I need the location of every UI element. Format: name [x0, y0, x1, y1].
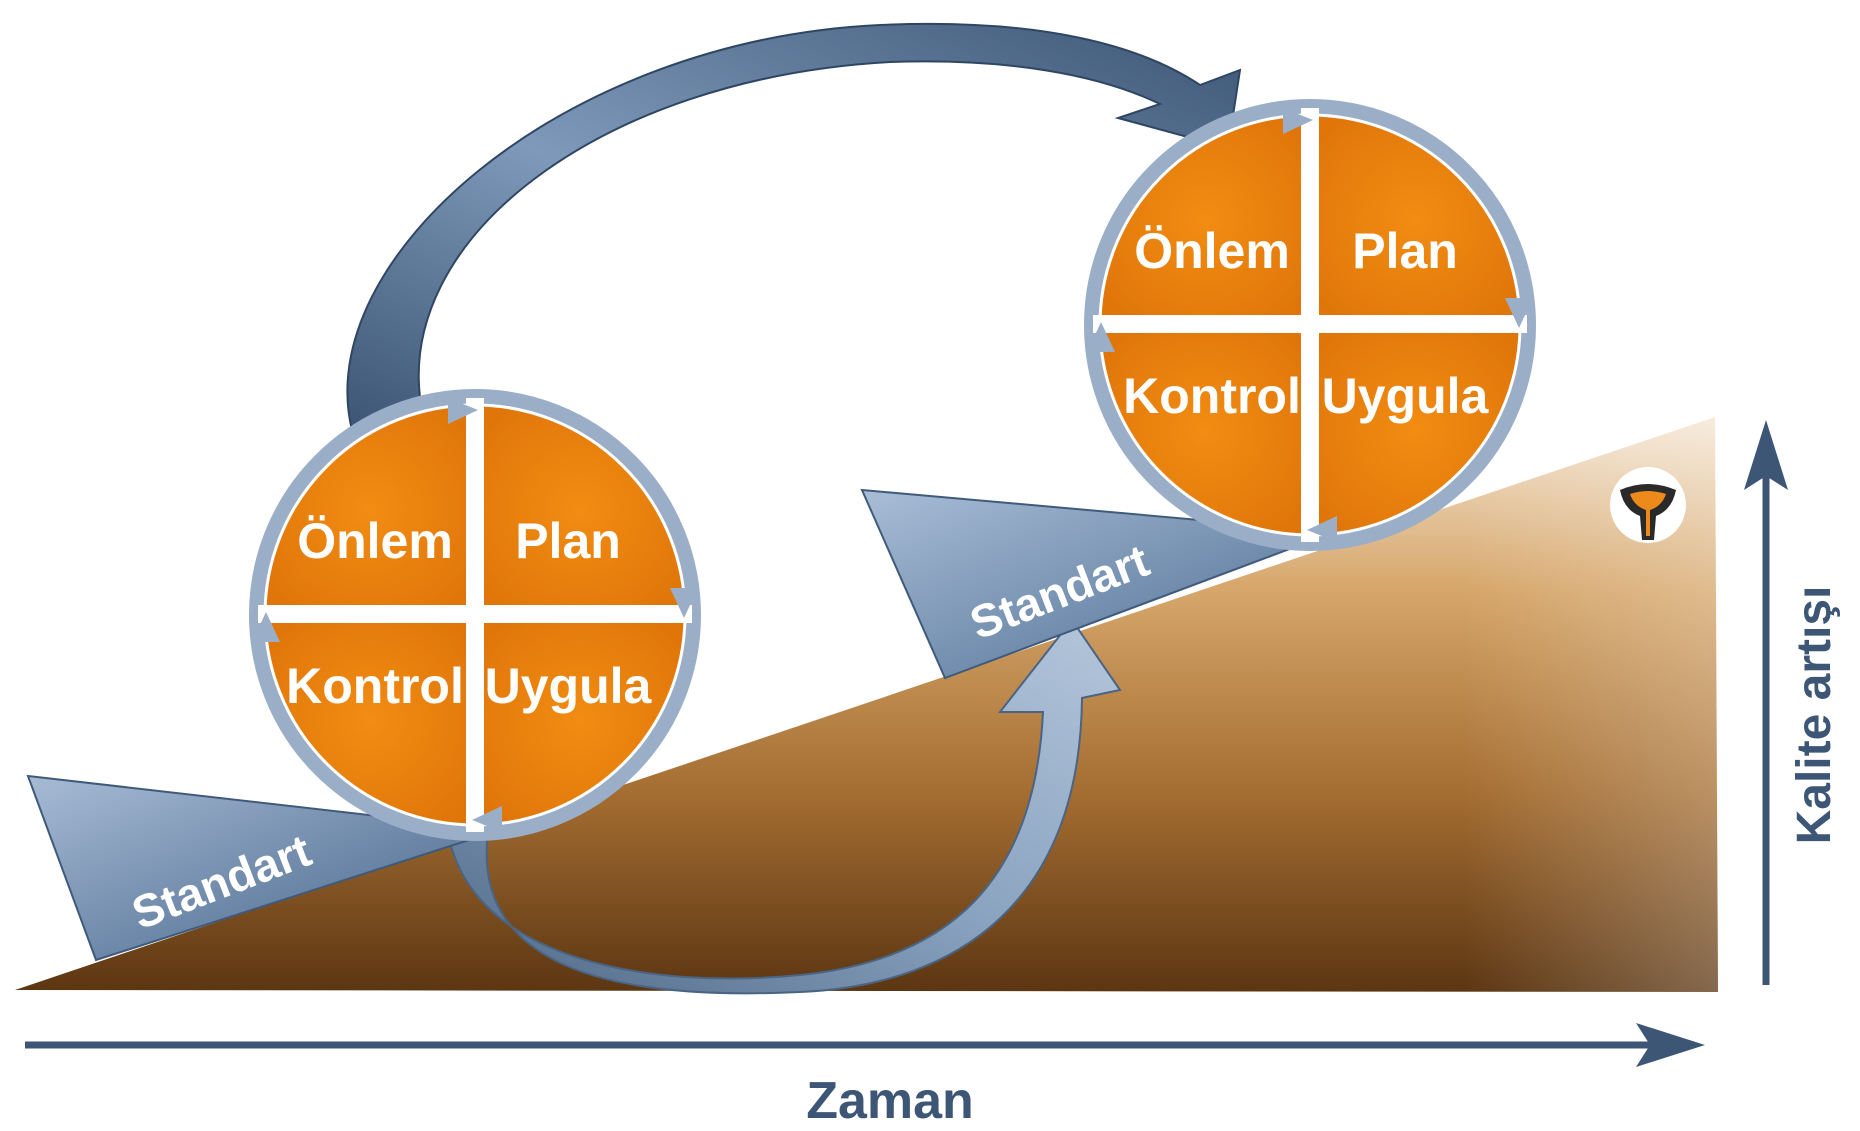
quadrant-plan-2	[1308, 113, 1522, 327]
cycle-arrowhead-2d	[1087, 322, 1115, 352]
cycle-arrowhead-2a	[1283, 108, 1313, 134]
y-axis	[1744, 420, 1788, 985]
kontrol-label-1: Kontrol	[286, 658, 464, 714]
uygula-label-2: Uygula	[1322, 368, 1490, 424]
plan-label-1: Plan	[515, 513, 621, 569]
cycle-arrowhead-2b	[1505, 298, 1533, 328]
quadrant-kontrol-1	[263, 613, 477, 827]
pdca-cycle-1: Önlem Plan Kontrol Uygula	[249, 389, 701, 841]
quadrant-kontrol-2	[1098, 323, 1312, 537]
cycle-arrowhead-1a	[448, 398, 478, 424]
lower-progress-arrow	[446, 618, 1122, 995]
quadrant-uygula-2	[1308, 323, 1522, 537]
pdca-cycle-2: Önlem Plan Kontrol Uygula	[1084, 99, 1536, 551]
cycle-arrowhead-1d	[252, 612, 280, 642]
y-axis-label: Kalite artışı	[1788, 586, 1841, 845]
cycle-arrowhead-2c	[1307, 516, 1337, 542]
quadrant-plan-1	[473, 403, 687, 617]
onlem-label-1: Önlem	[297, 513, 453, 569]
kontrol-label-2: Kontrol	[1123, 368, 1301, 424]
quadrant-onlem-2	[1098, 113, 1312, 327]
x-axis-label: Zaman	[806, 1072, 974, 1130]
cycle-arrowhead-1b	[670, 588, 698, 618]
cycle-arrowhead-1c	[472, 806, 502, 832]
uygula-label-1: Uygula	[485, 658, 653, 714]
cycle-transition-arrow	[346, 22, 1242, 432]
funnel-icon	[1610, 467, 1686, 543]
quadrant-onlem-1	[263, 403, 477, 617]
onlem-label-2: Önlem	[1134, 223, 1290, 279]
plan-label-2: Plan	[1352, 223, 1458, 279]
x-axis	[25, 1023, 1705, 1067]
cycle-divider-v-2	[1301, 108, 1319, 542]
standard-wedge-2: Standart	[860, 488, 1336, 680]
quadrant-uygula-1	[473, 613, 687, 827]
cycle-divider-v-1	[466, 398, 484, 832]
